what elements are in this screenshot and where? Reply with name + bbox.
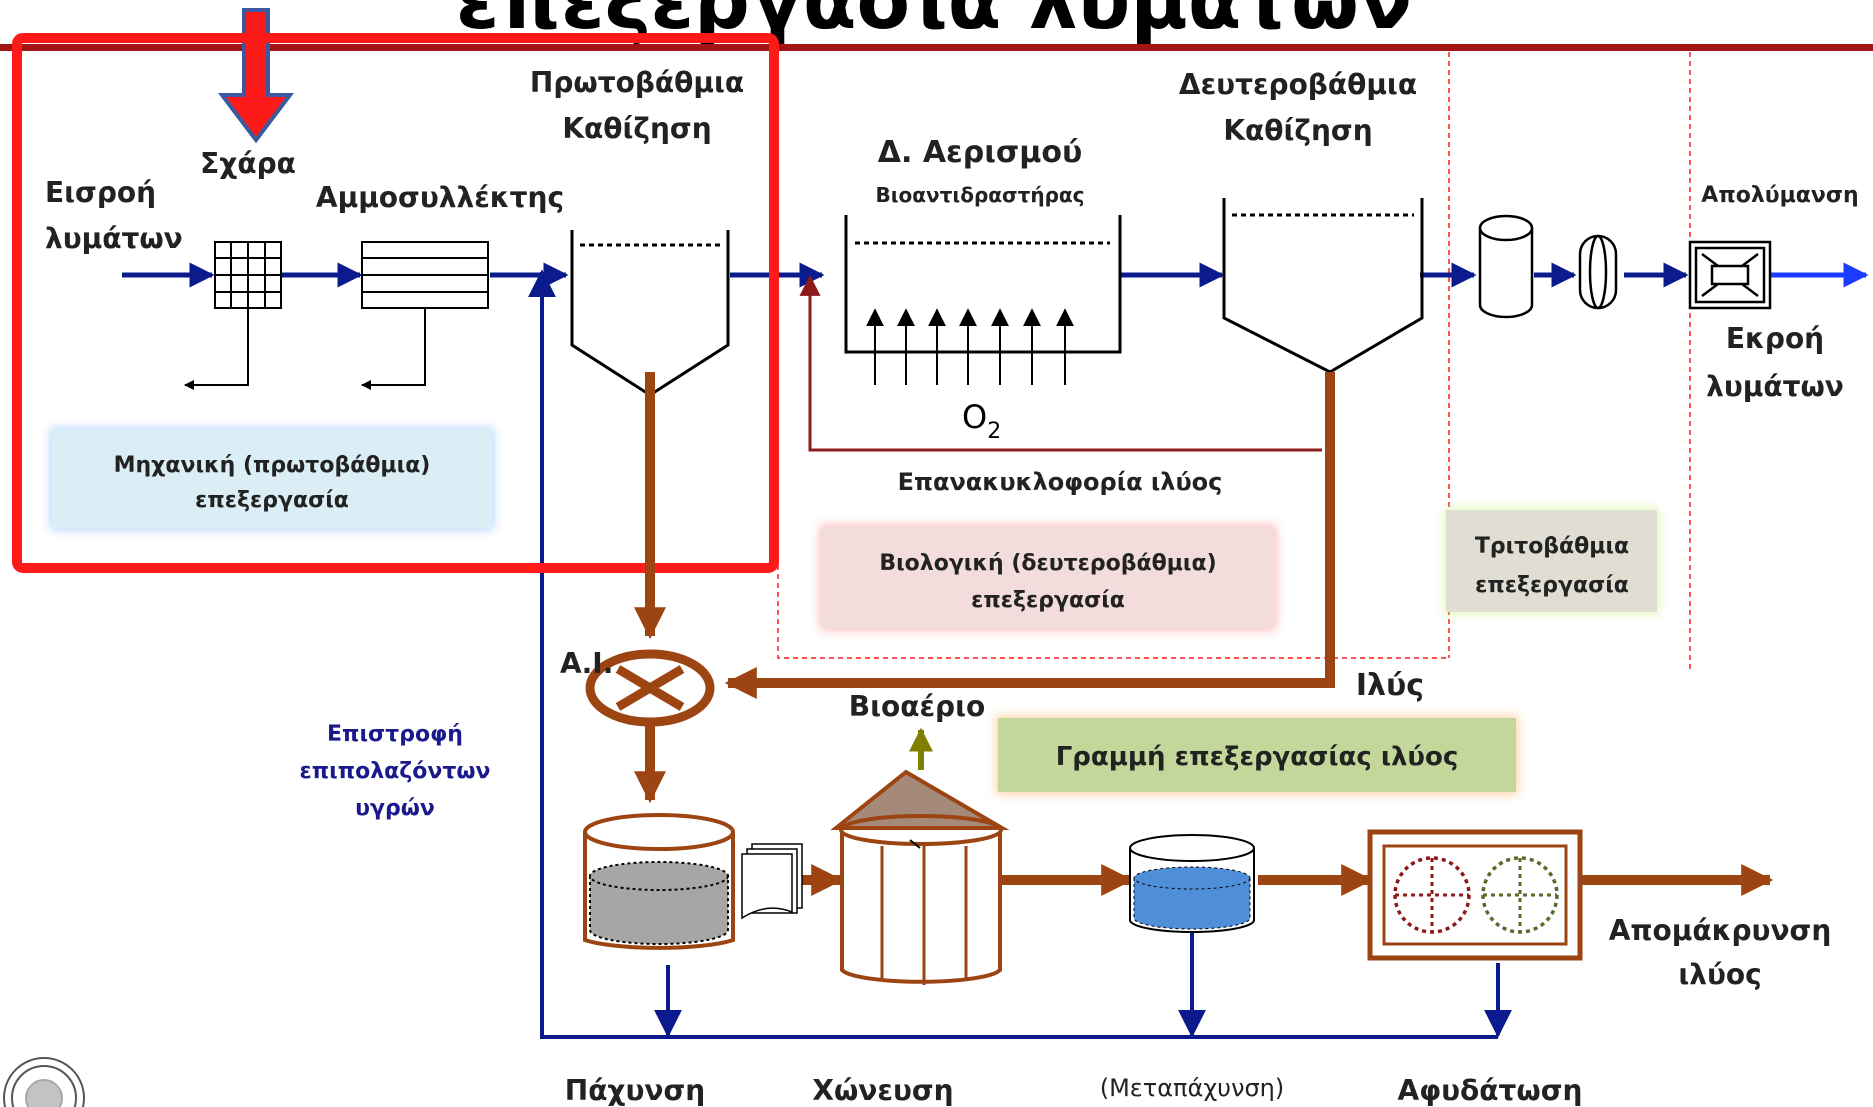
sludge-label: Ιλύς: [1356, 668, 1424, 703]
return-label-3: υγρών: [355, 796, 435, 821]
mechanical-box-line2: επεξεργασία: [195, 488, 349, 513]
return-label-2: επιπολαζόντων: [299, 759, 490, 784]
biogas-label: Βιοαέριο: [849, 690, 986, 723]
primary-label-2: Καθίζηση: [562, 112, 711, 145]
digester-icon: [830, 769, 1010, 985]
screen-label: Σχάρα: [200, 147, 296, 180]
recirculation-label: Επανακυκλοφορία ιλύος: [898, 468, 1223, 496]
oxygen-subscript: 2: [987, 419, 1001, 444]
mechanical-box: Μηχανική (πρωτοβάθμια) επεξεργασία: [50, 428, 494, 530]
sludge-lines: [633, 372, 1774, 897]
sludge-line-box: Γραμμή επεξεργασίας ιλύος: [996, 716, 1518, 794]
recirculation-line: [799, 274, 1322, 452]
inflow-label-1: Εισροή: [45, 176, 156, 209]
mechanical-box-line1: Μηχανική (πρωτοβάθμια): [114, 453, 431, 478]
post-thickener-icon: [1129, 834, 1255, 933]
return-label-1: Επιστροφή: [327, 722, 463, 747]
screen-grid-icon: [214, 241, 282, 309]
thickening-label: Πάχυνση: [565, 1074, 705, 1107]
digestion-label: Χώνευση: [812, 1074, 953, 1107]
biological-box-line2: επεξεργασία: [971, 588, 1125, 613]
dewatering-press-icon: [1367, 829, 1583, 961]
primary-label-1: Πρωτοβάθμια: [530, 66, 744, 99]
uv-unit-icon: [1688, 240, 1772, 310]
aeration-tank-icon: [844, 215, 1122, 354]
secondary-label-1: Δευτεροβάθμια: [1179, 68, 1417, 101]
outflow-label-1: Εκροή: [1726, 322, 1824, 355]
grit-chamber-icon: [361, 241, 489, 309]
lens-filter-icon: [1578, 234, 1618, 310]
university-seal-icon: [3, 1057, 85, 1107]
grit-label: Αμμοσυλλέκτης: [316, 181, 564, 214]
inflow-label-2: λυμάτων: [45, 222, 183, 255]
tertiary-box-line1: Τριτοβάθμια: [1475, 534, 1629, 559]
sludge-removal-label-2: ιλύος: [1678, 958, 1761, 991]
tertiary-box-line2: επεξεργασία: [1475, 573, 1629, 598]
clarifier-icon: [570, 230, 730, 397]
outflow-label-2: λυμάτων: [1706, 370, 1844, 403]
document-stack-icon: [741, 843, 803, 920]
aeration-sub: Βιοαντιδραστήρας: [876, 183, 1085, 207]
filter-cylinder-icon: [1478, 214, 1534, 319]
mechanical-highlight-frame: [12, 33, 779, 573]
down-arrow-icon: [217, 8, 295, 144]
header-divider: [0, 44, 1873, 51]
biological-box-line1: Βιολογική (δευτεροβάθμια): [879, 551, 1216, 576]
biological-box: Βιολογική (δευτεροβάθμια) επεξεργασία: [820, 525, 1276, 630]
thickener-tank-icon: [583, 813, 735, 950]
dewatering-label: Αφυδάτωση: [1398, 1074, 1583, 1107]
air-diffusers: [866, 308, 1074, 385]
screen-waste-arrow: [184, 308, 249, 390]
oxygen-main: O: [962, 398, 987, 436]
post-thickening-label: (Μεταπάχυνση): [1100, 1074, 1285, 1102]
aeration-title: Δ. Αερισμού: [878, 135, 1082, 170]
secondary-label-2: Καθίζηση: [1223, 114, 1372, 147]
sludge-removal-label-1: Απομάκρυνση: [1609, 914, 1832, 947]
grit-waste-arrow: [361, 308, 426, 390]
disinfection-label: Απολύμανση: [1701, 183, 1858, 208]
oxygen-label: O2: [962, 398, 1001, 444]
secondary-clarifier-icon: [1222, 198, 1424, 374]
return-liquid-line: [528, 269, 1512, 1039]
ai-label: Α.Ι.: [560, 647, 613, 680]
tertiary-box: Τριτοβάθμια επεξεργασία: [1444, 508, 1659, 614]
valve-icon: [585, 649, 715, 727]
sludge-line-label: Γραμμή επεξεργασίας ιλύος: [1056, 742, 1459, 772]
